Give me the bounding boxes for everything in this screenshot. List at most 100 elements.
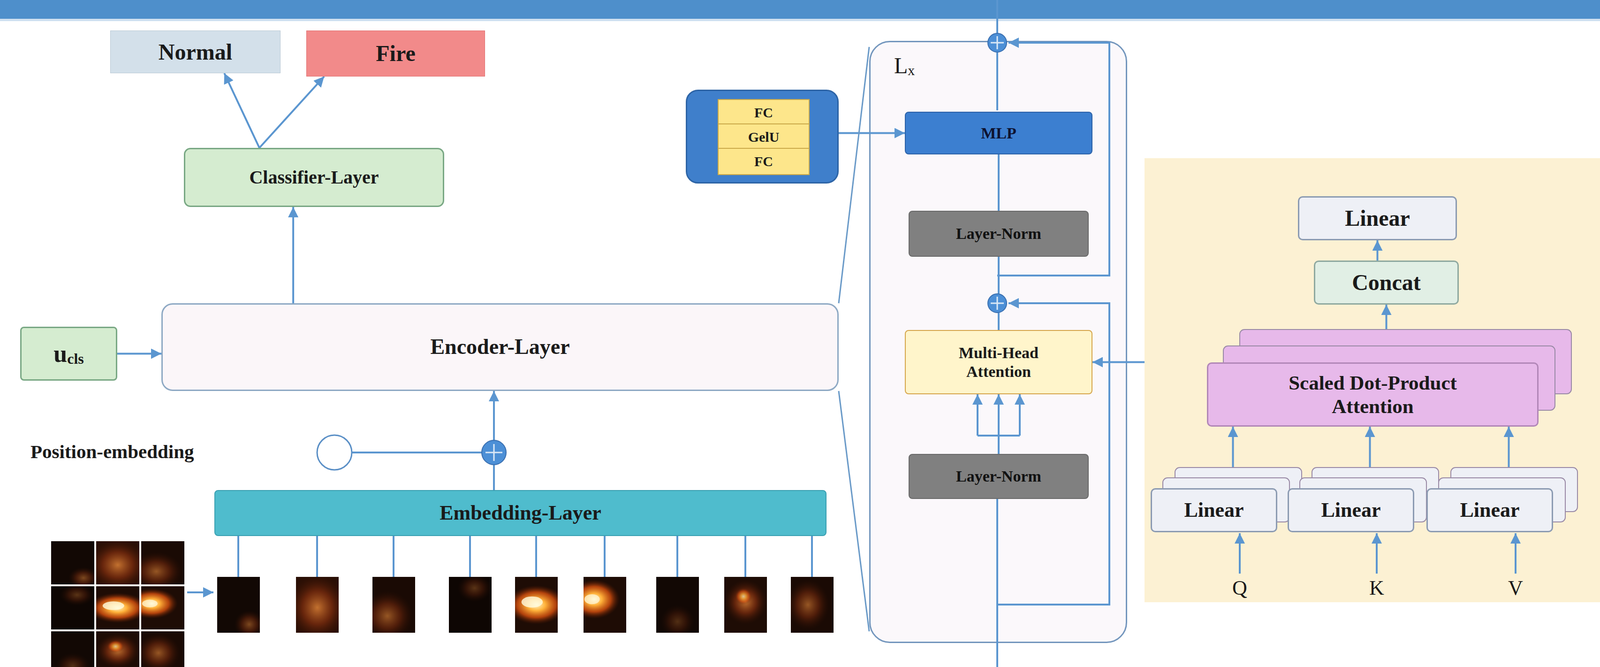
connector [977, 394, 1020, 454]
patch-wire [392, 535, 395, 577]
image-patch [506, 576, 567, 633]
connector-path [997, 256, 1000, 330]
image-cell [51, 630, 95, 667]
text-holder: Linear [1320, 498, 1381, 523]
connector-path [997, 435, 1000, 454]
text-holder: Lx [894, 52, 915, 79]
text-holder: Linear [1344, 204, 1411, 231]
input-image-grid [50, 538, 188, 667]
connector [998, 256, 1000, 330]
node-text: MLP [980, 123, 1017, 143]
add-symbol [987, 293, 1007, 313]
attention-box: Scaled Dot-Product Attention [1206, 362, 1539, 427]
text-holder: Classifier-Layer [249, 166, 379, 189]
patch-wire [744, 535, 747, 577]
text-holder: Embedding-Layer [439, 500, 602, 525]
connector-path [997, 394, 1000, 436]
image-patch [448, 573, 492, 633]
connector-path [1092, 361, 1145, 364]
image-patch [287, 573, 348, 641]
stacked-box-copy [1223, 345, 1555, 410]
node-text: x [907, 62, 915, 79]
connector [838, 132, 905, 134]
connector [224, 73, 260, 148]
text-holder: Concat [1351, 269, 1421, 296]
image-patch [568, 576, 627, 633]
image-patch [724, 576, 767, 633]
skip-connection [997, 303, 1110, 605]
connector [117, 353, 162, 354]
node-text: GelU [748, 128, 780, 146]
position-symbol [317, 434, 352, 470]
output-box: Normal [110, 30, 281, 74]
text-holder: FC [754, 153, 774, 170]
patch-wire [676, 535, 679, 577]
mlp-box: MLP [904, 111, 1093, 155]
image-patch [361, 576, 416, 641]
connector-path [292, 206, 295, 304]
attention-box: Multi-Head Attention [904, 329, 1093, 395]
add-symbol [481, 439, 507, 465]
node-text: Linear [1459, 498, 1520, 523]
text-holder: Linear [1459, 498, 1520, 523]
node-text: FC [754, 104, 774, 122]
node-text: Layer-Norm [955, 466, 1042, 486]
image-cell [51, 583, 95, 630]
text-holder: FC [754, 104, 774, 122]
zoom-line [838, 390, 870, 631]
image-patches [217, 573, 834, 641]
image-cell [87, 585, 149, 630]
linear-box: Linear [1287, 487, 1415, 532]
layer-box: FC [717, 98, 810, 127]
patch-arrow [185, 591, 214, 593]
concat-box: Concat [1313, 260, 1459, 305]
linear-box: Linear [1150, 487, 1278, 532]
image-cell [136, 630, 185, 667]
connector-path [1018, 394, 1021, 436]
node-text: Fire [375, 40, 416, 67]
token-box: ucls [20, 326, 118, 381]
layer-box: GelU [717, 123, 810, 152]
node-text: Embedding-Layer [439, 500, 602, 525]
text-holder: Normal [158, 38, 233, 65]
image-cell [87, 538, 149, 591]
embedding-wire [351, 451, 482, 454]
node-text: Scaled Dot-Product Attention [1251, 371, 1495, 418]
node-text: Classifier-Layer [249, 166, 379, 189]
patch-wire [535, 535, 538, 577]
text-label: Q [1232, 576, 1248, 600]
text-holder: GelU [748, 128, 780, 146]
image-cell [96, 630, 140, 667]
text-label: K [1369, 576, 1385, 600]
patch-wire [603, 535, 606, 577]
image-cell [130, 540, 185, 591]
attention-detail-panel: LinearConcatScaled Dot-Product Attention… [1144, 158, 1600, 602]
input-arrow [1238, 532, 1241, 574]
connector [293, 206, 294, 304]
add-symbol [987, 33, 1007, 53]
image-cell [51, 540, 99, 589]
text-label: Position-embedding [30, 440, 195, 463]
mlp-detail-panel: FC GelU FC [685, 89, 839, 184]
zoom-line [838, 46, 870, 304]
stacked-box-copy [1299, 477, 1427, 522]
node-text: Linear [1320, 498, 1381, 523]
residual-stream [996, 0, 999, 111]
stacked-box-copy [1162, 477, 1290, 522]
input-arrow [1514, 532, 1517, 574]
input-arrow [1375, 532, 1378, 574]
connector-path [224, 73, 260, 148]
text-holder: Multi-Head Attention [937, 343, 1060, 380]
connector-path [1376, 240, 1379, 261]
node-text: Linear [1344, 204, 1411, 231]
node-text: Normal [158, 38, 233, 65]
linear-box: Linear [1297, 196, 1457, 241]
norm-box: Layer-Norm [908, 210, 1089, 257]
text-holder: Layer-Norm [955, 224, 1042, 243]
connector-path [117, 352, 162, 355]
text-holder: Scaled Dot-Product Attention [1251, 371, 1495, 418]
title-bar-edge [0, 18, 1600, 22]
image-patch [656, 576, 699, 638]
image-patch [786, 576, 834, 633]
